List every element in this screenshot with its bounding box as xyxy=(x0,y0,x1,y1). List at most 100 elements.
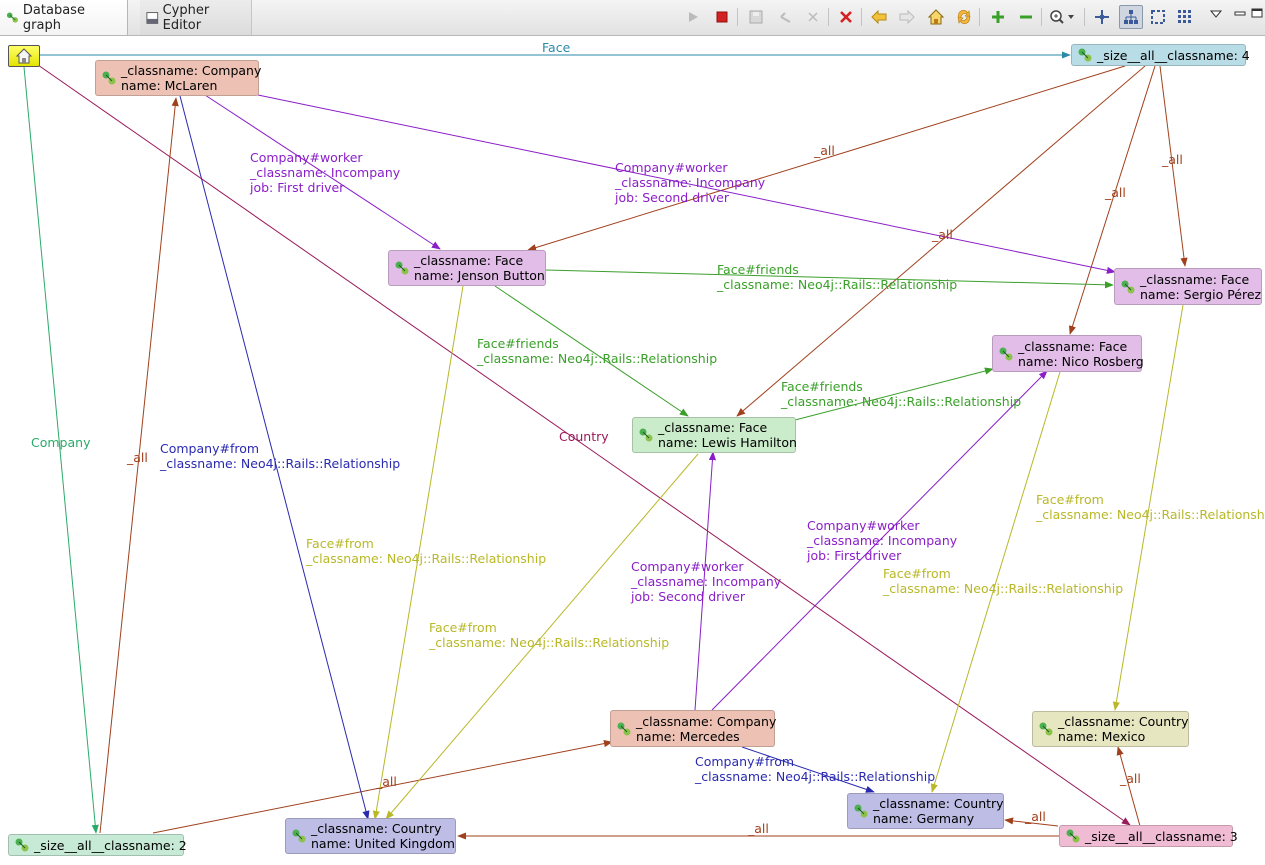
maximize-button[interactable] xyxy=(1250,3,1264,23)
grid-layout-button[interactable] xyxy=(1148,7,1168,27)
node-classname: _classname: Country xyxy=(873,796,1004,811)
node-name: name: Mercedes xyxy=(636,728,740,744)
node-icon xyxy=(102,71,116,85)
edge-label-friends-jenson-sergio: Face#friends_classname: Neo4j::Rails::Re… xyxy=(717,262,958,292)
stop-icon xyxy=(716,11,728,23)
edge-label-country: Country xyxy=(559,429,609,444)
zoom-out-button[interactable] xyxy=(1016,7,1036,27)
refresh-icon xyxy=(957,10,971,24)
delete-icon xyxy=(840,11,852,23)
radial-layout-icon xyxy=(1178,10,1191,23)
node-classname: _classname: Country xyxy=(311,821,442,836)
node-label: _size__all__classname: 2 xyxy=(34,837,187,853)
node-name: name: Germany xyxy=(873,811,975,826)
tab-cypher-editor[interactable]: Cypher Editor xyxy=(140,0,252,35)
node-icon xyxy=(1078,48,1092,62)
redo-button[interactable] xyxy=(803,7,823,27)
node-size-all-classname-4[interactable]: _size__all__classname: 4 xyxy=(1071,44,1250,66)
node-icon xyxy=(15,838,29,852)
node-classname: _classname: Face xyxy=(414,253,524,268)
edge-label-all: _all xyxy=(1162,152,1183,167)
node-name: name: McLaren xyxy=(121,78,218,93)
node-classname: _classname: Country xyxy=(1058,714,1189,729)
forward-button[interactable] xyxy=(897,7,917,27)
undo-icon xyxy=(780,12,791,23)
spring-layout-icon xyxy=(1095,10,1109,24)
minimize-icon xyxy=(1234,11,1246,16)
undo-button[interactable] xyxy=(775,7,795,27)
node-label: _size__all__classname: 3 xyxy=(1085,828,1238,844)
node-name: name: Nico Rosberg xyxy=(1018,353,1144,369)
node-icon xyxy=(639,428,653,442)
edge-label-company-from-mclaren: Company#from_classname: Neo4j::Rails::Re… xyxy=(160,441,401,471)
spring-layout-button[interactable] xyxy=(1092,7,1112,27)
grid-layout-icon xyxy=(1151,10,1165,24)
save-button[interactable] xyxy=(746,7,766,27)
root-node[interactable] xyxy=(8,45,40,67)
run-button[interactable] xyxy=(683,7,703,27)
tree-layout-button[interactable] xyxy=(1119,5,1143,29)
back-icon xyxy=(871,10,887,24)
zoom-menu-button[interactable] xyxy=(1048,7,1078,27)
home-button[interactable] xyxy=(926,7,946,27)
node-size-all-classname-3[interactable]: _size__all__classname: 3 xyxy=(1059,825,1238,847)
edge-label-friends-lewis-nico: Face#friends_classname: Neo4j::Rails::Re… xyxy=(781,379,1022,409)
node-classname: _classname: Face xyxy=(658,420,768,435)
edge-label-company: Company xyxy=(31,435,91,450)
edge-label-friends-jenson-lewis: Face#friends_classname: Neo4j::Rails::Re… xyxy=(477,336,718,366)
maximize-icon xyxy=(1251,8,1263,18)
minimize-button[interactable] xyxy=(1233,3,1247,23)
edge-label-all: _all xyxy=(748,821,769,836)
node-icon xyxy=(292,829,306,843)
edge-label-face-from-nico: Face#from_classname: Neo4j::Rails::Relat… xyxy=(883,566,1124,596)
edge-label-face-from-sergio: Face#from_classname: Neo4j::Rails::Relat… xyxy=(1036,492,1265,522)
edge-label-all: _all xyxy=(1120,771,1141,786)
node-icon xyxy=(1066,829,1080,843)
node-name: name: United Kingdom xyxy=(311,836,455,851)
node-size-all-classname-2[interactable]: _size__all__classname: 2 xyxy=(8,834,187,856)
view-menu-button[interactable] xyxy=(1208,4,1224,24)
zoom-in-icon xyxy=(992,11,1004,23)
edge-label-all: _all xyxy=(1105,185,1126,200)
edge-label-all: _all xyxy=(1025,809,1046,824)
node-name: name: Jenson Button xyxy=(414,268,545,283)
stop-button[interactable] xyxy=(712,7,732,27)
edge-label-company-from-mercedes: Company#from_classname: Neo4j::Rails::Re… xyxy=(695,754,936,784)
tree-layout-icon xyxy=(1124,10,1138,24)
edge-label-all: _all xyxy=(814,143,835,158)
back-button[interactable] xyxy=(869,7,889,27)
home-icon xyxy=(16,48,32,64)
delete-button[interactable] xyxy=(836,7,856,27)
node-classname: _classname: Face xyxy=(1140,271,1250,287)
node-icon xyxy=(395,261,409,275)
editor-toolbar: Database graph Cypher Editor xyxy=(0,0,1265,36)
tab-database-graph[interactable]: Database graph xyxy=(0,0,128,35)
home-icon xyxy=(928,9,944,25)
edge-label-all: _all xyxy=(376,774,397,789)
node-label: _size__all__classname: 4 xyxy=(1097,47,1250,63)
node-icon xyxy=(854,804,868,818)
redo-icon xyxy=(808,12,818,22)
zoom-in-button[interactable] xyxy=(988,7,1008,27)
view-menu-icon xyxy=(1210,10,1222,18)
node-icon xyxy=(617,722,631,735)
edge-label-face-from-lewis: Face#from_classname: Neo4j::Rails::Relat… xyxy=(429,620,670,650)
node-icon xyxy=(1039,722,1053,736)
forward-icon xyxy=(899,10,915,24)
node-classname: _classname: Company xyxy=(121,63,262,78)
refresh-button[interactable] xyxy=(954,7,974,27)
zoom-menu-icon xyxy=(1050,10,1074,24)
node-name: name: Lewis Hamilton xyxy=(658,435,797,450)
radial-layout-button[interactable] xyxy=(1175,7,1195,27)
